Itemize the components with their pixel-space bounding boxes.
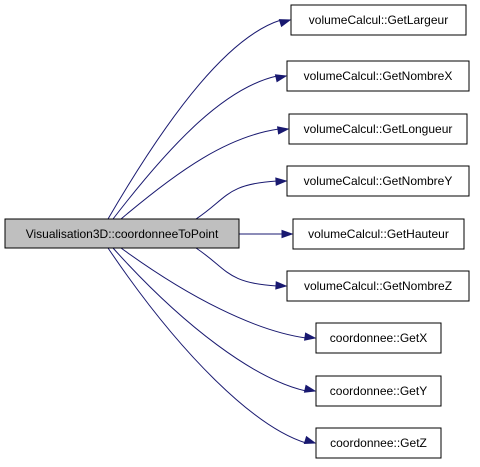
call-edge (112, 75, 278, 220)
node-volumecalcul-getnombrex[interactable]: volumeCalcul::GetNombreX (286, 60, 470, 92)
arrowhead (303, 384, 317, 393)
node-volumecalcul-getlongueur[interactable]: volumeCalcul::GetLongueur (288, 113, 468, 145)
node-box (286, 270, 470, 302)
node-box (315, 375, 442, 407)
node-volumecalcul-getlargeur[interactable]: volumeCalcul::GetLargeur (290, 4, 467, 36)
node-label: coordonnee::GetX (330, 331, 427, 345)
node-volumecalcul-getnombrey[interactable]: volumeCalcul::GetNombreY (286, 165, 470, 197)
node-box (286, 60, 470, 92)
call-edge (107, 247, 307, 444)
arrowhead (281, 229, 294, 239)
node-visualisation3d-coordonneetopoint[interactable]: Visualisation3D::coordonneeToPoint (4, 218, 240, 249)
call-edge (195, 180, 278, 220)
node-label: volumeCalcul::GetLongueur (304, 122, 453, 136)
arrowhead (304, 332, 317, 341)
node-box (315, 427, 442, 459)
call-edge (195, 247, 278, 287)
node-box (315, 322, 442, 354)
node-coordonnee-gety[interactable]: coordonnee::GetY (315, 375, 442, 407)
node-label: volumeCalcul::GetNombreX (304, 69, 453, 83)
node-box (292, 218, 465, 250)
call-edge (107, 19, 282, 220)
node-label: coordonnee::GetZ (330, 436, 427, 450)
node-label: Visualisation3D::coordonneeToPoint (26, 227, 219, 241)
arrowhead (303, 435, 317, 444)
node-label: volumeCalcul::GetNombreZ (304, 279, 452, 293)
arrowhead (274, 74, 288, 83)
arrowhead (277, 126, 290, 135)
call-edges (107, 19, 317, 444)
node-volumecalcul-gethauteur[interactable]: volumeCalcul::GetHauteur (292, 218, 465, 250)
node-volumecalcul-getnombrez[interactable]: volumeCalcul::GetNombreZ (286, 270, 470, 302)
node-label: coordonnee::GetY (330, 384, 427, 398)
call-edge (112, 247, 307, 392)
call-edge (120, 247, 307, 339)
node-box (4, 218, 240, 249)
arrowhead (278, 19, 292, 28)
node-coordonnee-getx[interactable]: coordonnee::GetX (315, 322, 442, 354)
node-label: volumeCalcul::GetHauteur (308, 227, 449, 241)
arrowhead (275, 281, 288, 290)
node-coordonnee-getz[interactable]: coordonnee::GetZ (315, 427, 442, 459)
arrowhead (275, 177, 288, 186)
call-edge (120, 128, 280, 220)
node-label: volumeCalcul::GetLargeur (309, 13, 448, 27)
node-box (286, 165, 470, 197)
node-box (288, 113, 468, 145)
node-label: volumeCalcul::GetNombreY (304, 174, 453, 188)
node-box (290, 4, 467, 36)
